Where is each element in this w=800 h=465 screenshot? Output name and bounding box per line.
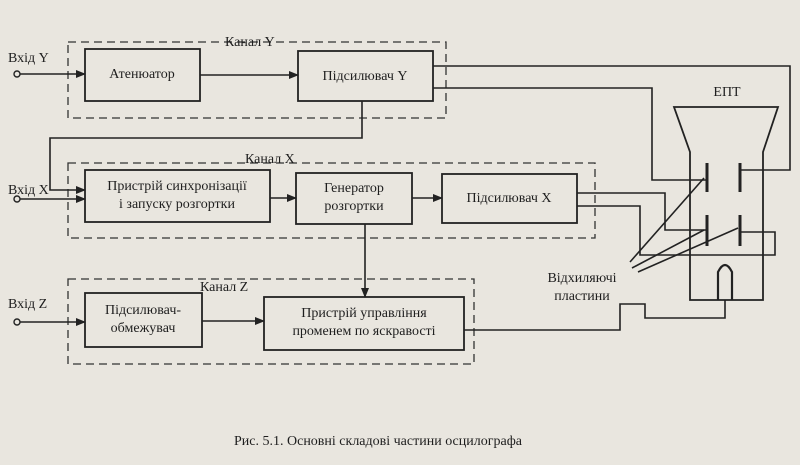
channel-z-label: Канал Z — [200, 280, 249, 295]
crt-label: ЕПТ — [713, 85, 741, 100]
limiter-label-1: Підсилювач- — [104, 303, 182, 318]
plate-pointer-2 — [631, 229, 705, 269]
brightness-to-cathode — [464, 300, 726, 331]
plates-label-1: Відхиляючі — [547, 271, 617, 286]
input-z-terminal — [13, 318, 21, 326]
channel-y-label: Канал Y — [225, 35, 275, 50]
plate-pointer-3 — [637, 227, 739, 273]
input-z-label: Вхід Z — [8, 297, 48, 312]
amp-y-to-sync-entry — [49, 168, 86, 194]
cathode — [716, 263, 734, 300]
input-x-label: Вхід X — [8, 183, 49, 198]
amp-y-to-sync-top — [49, 101, 363, 168]
input-y-terminal — [13, 70, 21, 78]
amp-x-out-upper — [577, 192, 707, 231]
figure-caption: Рис. 5.1. Основні складові частини осцил… — [234, 434, 522, 449]
channel-x-frame — [67, 162, 596, 239]
brightness-label-1: Пристрій управління — [301, 306, 427, 321]
channel-x-label: Канал X — [245, 152, 295, 167]
generator-label-2: розгортки — [324, 199, 384, 214]
crt-tube — [672, 106, 780, 301]
amp-y-out-upper — [433, 65, 791, 171]
input-y-label: Вхід Y — [8, 51, 49, 66]
amp-x-out-lower — [577, 205, 776, 256]
sync-label-2: і запуску розгортки — [119, 197, 235, 212]
amp-y-out-lower — [433, 87, 707, 181]
attenuator-label: Атенюатор — [109, 67, 175, 82]
plates-label-2: пластини — [554, 289, 610, 304]
generator-label-1: Генератор — [324, 181, 384, 196]
plate-pointer-1 — [629, 177, 705, 263]
channel-y-frame — [67, 41, 447, 119]
brightness-label-2: променем по яскравості — [292, 324, 436, 339]
amp-x-label: Підсилювач X — [466, 191, 552, 206]
limiter-label-2: обмежувач — [110, 321, 176, 336]
amp-y-label: Підсилювач Y — [322, 69, 408, 84]
sync-label-1: Пристрій синхронізації — [107, 179, 247, 194]
